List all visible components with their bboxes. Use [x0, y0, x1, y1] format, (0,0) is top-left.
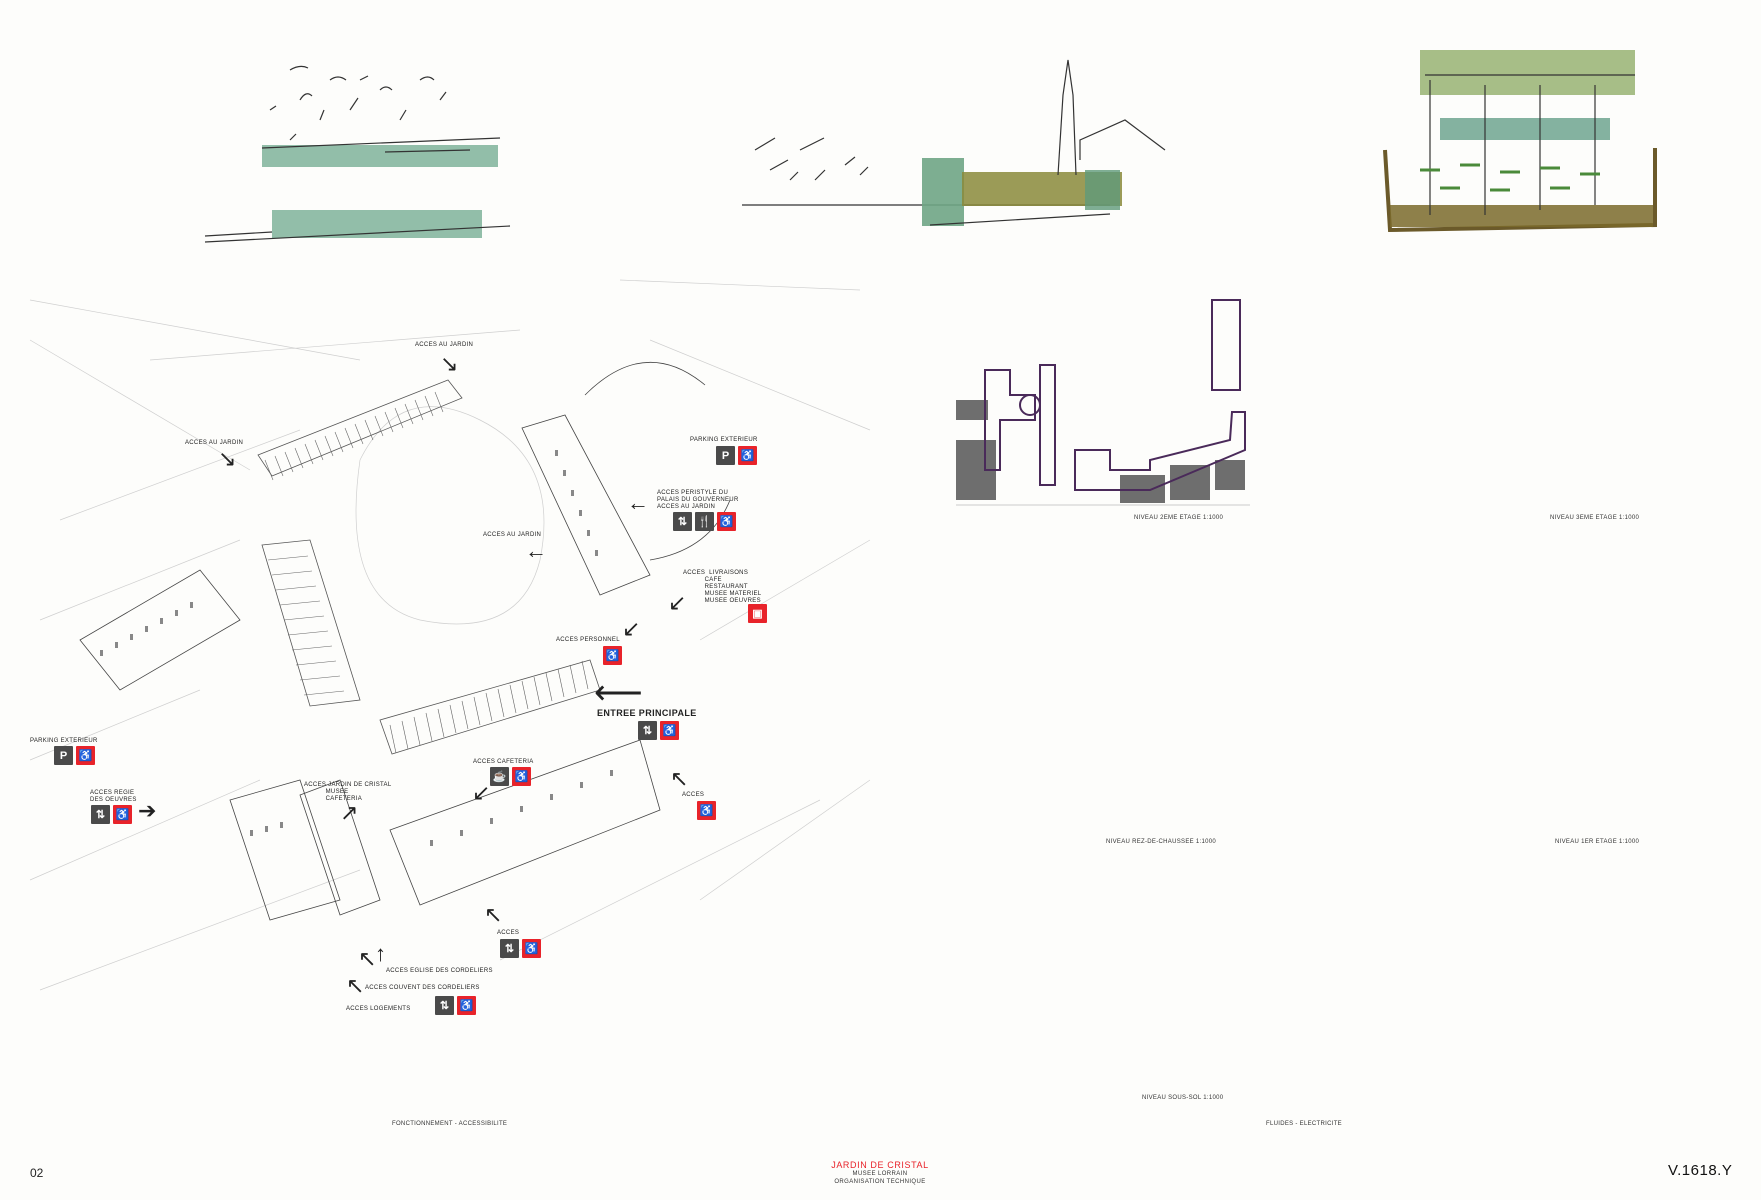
sketch-left [204, 65, 511, 243]
version-code: V.1618.Y [1668, 1162, 1733, 1179]
label-acces-jardin-top: ACCES AU JARDIN [415, 342, 474, 348]
plan-label-level3: NIVEAU 3EME ETAGE 1:1000 [1550, 515, 1640, 521]
label-acces-livraisons: ACCES LIVRAISONS CAFE RESTAURANT MUSEE M… [683, 570, 762, 604]
label-acces-jardin-left: ACCES AU JARDIN [185, 440, 244, 446]
arrow-acces-eglise-2: ↑ [375, 941, 386, 966]
arrow-acces-cafeteria: ↙ [472, 780, 491, 805]
label-parking-exterieur-left: PARKING EXTERIEUR [30, 738, 98, 744]
wheelchair-icon: ♿ [113, 805, 132, 824]
title-block: JARDIN DE CRISTAL MUSEE LORRAIN ORGANISA… [780, 1160, 980, 1186]
wheelchair-icon: ♿ [738, 446, 757, 465]
label-parking-exterieur-right: PARKING EXTERIEUR [690, 437, 758, 443]
label-acces-eglise: ACCES EGLISE DES CORDELIERS [386, 968, 493, 974]
icons-personnel: ♿ [603, 646, 622, 665]
elevator-icon: ⇅ [673, 512, 692, 531]
wheelchair-icon: ♿ [512, 767, 531, 786]
wheelchair-icon: ♿ [522, 939, 541, 958]
icons-regie: ⇅ ♿ [91, 805, 132, 824]
icons-livraisons: ▣ [748, 604, 767, 623]
arrow-acces-jardin-mid: ← [525, 538, 547, 563]
label-acces-jardin-mid: ACCES AU JARDIN [483, 532, 542, 538]
wheelchair-icon: ♿ [457, 996, 476, 1015]
label-acces-peristyle: ACCES PERISTYLE DU PALAIS DU GOUVERNEUR … [657, 490, 739, 510]
arrow-acces-peristyle: ← [627, 490, 649, 515]
wheelchair-icon: ♿ [697, 801, 716, 820]
icons-acces-bottom: ⇅ ♿ [500, 939, 541, 958]
caption-right: FLUIDES - ELECTRICITE [1266, 1121, 1342, 1127]
label-acces-cafeteria: ACCES CAFETERIA [473, 759, 534, 765]
arrow-acces-personnel: ↙ [622, 616, 641, 641]
icons-peristyle: ⇅ 🍴 ♿ [673, 512, 736, 531]
icons-logements: ⇅ ♿ [435, 996, 476, 1015]
delivery-icon: ▣ [748, 604, 767, 623]
arrow-acces-right: ↖ [670, 766, 689, 791]
wheelchair-icon: ♿ [717, 512, 736, 531]
label-acces-couvent: ACCES COUVENT DES CORDELIERS [365, 985, 480, 991]
arrow-acces-jardin-cristal: ↗ [340, 800, 359, 825]
project-subtitle-2: ORGANISATION TECHNIQUE [834, 1179, 926, 1185]
icons-entree-principale: ⇅ ♿ [638, 721, 679, 740]
project-title: JARDIN DE CRISTAL [831, 1160, 929, 1170]
arrow-acces-jardin-top: ↘ [440, 351, 459, 376]
arrow-acces-couvent: ↖ [346, 973, 365, 998]
parking-icon: P [54, 746, 73, 765]
icons-parking-right: P ♿ [716, 446, 757, 465]
wheelchair-icon: ♿ [603, 646, 622, 665]
label-acces-bottom: ACCES [497, 930, 520, 936]
arrow-acces-livraisons: ↙ [668, 590, 687, 615]
parking-icon: P [716, 446, 735, 465]
arrow-acces-regie: ➔ [138, 798, 157, 823]
plan-label-ground: NIVEAU REZ-DE-CHAUSSEE 1:1000 [1106, 839, 1217, 845]
label-acces-jardin-cristal: ACCES JARDIN DE CRISTAL MUSEE CAFETERIA [304, 782, 392, 802]
sketch-right [1383, 50, 1657, 233]
icons-cafeteria: ☕ ♿ [490, 767, 531, 786]
arrow-acces-eglise-1: ↖ [358, 946, 377, 971]
arrow-acces-jardin-left: ↘ [218, 446, 237, 471]
sketch-middle [742, 59, 1166, 226]
caption-left: FONCTIONNEMENT - ACCESSIBILITE [392, 1121, 508, 1127]
arrow-acces-bottom: ↖ [484, 902, 503, 927]
label-acces-logements: ACCES LOGEMENTS [346, 1006, 411, 1012]
label-acces-personnel: ACCES PERSONNEL [556, 637, 620, 643]
label-entree-principale: ENTREE PRINCIPALE [597, 708, 697, 718]
restaurant-icon: 🍴 [695, 512, 714, 531]
plan-label-basement: NIVEAU SOUS-SOL 1:1000 [1142, 1095, 1224, 1101]
elevator-icon: ⇅ [91, 805, 110, 824]
label-acces-regie: ACCES REGIE DES OEUVRES [90, 790, 137, 803]
wheelchair-icon: ♿ [76, 746, 95, 765]
project-subtitle-1: MUSEE LORRAIN [852, 1171, 908, 1177]
plan-label-level2: NIVEAU 2EME ETAGE 1:1000 [1134, 515, 1224, 521]
elevator-icon: ⇅ [638, 721, 657, 740]
cafe-icon: ☕ [490, 767, 509, 786]
wheelchair-icon: ♿ [660, 721, 679, 740]
icons-parking-left: P ♿ [54, 746, 95, 765]
plan-label-level1: NIVEAU 1ER ETAGE 1:1000 [1555, 839, 1640, 845]
elevator-icon: ⇅ [435, 996, 454, 1015]
icons-acces-right: ♿ [697, 801, 716, 820]
plan-level2 [956, 299, 1250, 506]
label-acces-right: ACCES [682, 792, 705, 798]
page-number: 02 [30, 1166, 44, 1180]
arrow-entree-principale: ⟵ [594, 674, 643, 712]
elevator-icon: ⇅ [500, 939, 519, 958]
